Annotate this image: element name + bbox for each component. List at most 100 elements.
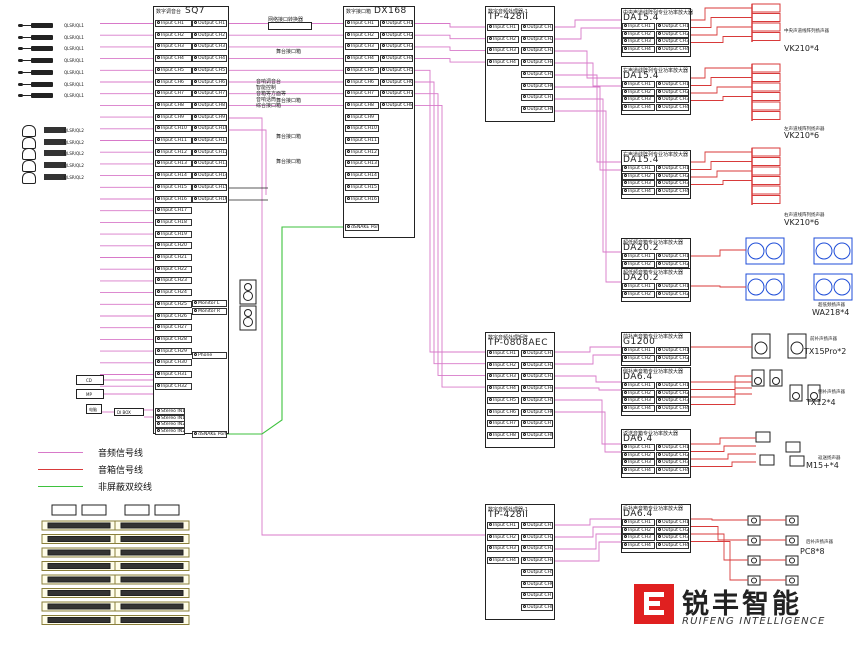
port-jack-icon (624, 542, 627, 546)
port-jack-icon (624, 467, 627, 471)
port-jack-icon (194, 79, 197, 83)
speaker-cone-icon (751, 557, 757, 564)
amplifier-title: 超低频音箱专业功率放大器 (623, 240, 684, 246)
stagebox-output-port: Output CH5 (380, 66, 413, 74)
stage-monitor-icon (759, 454, 775, 466)
speaker-cone-icon (792, 392, 800, 400)
line-array-center-icon (751, 32, 781, 41)
stagebox-input-port: Input CH12 (345, 148, 379, 156)
subwoofer-driver-icon (815, 278, 833, 296)
amplifier-output-port: Output CH4 (656, 541, 689, 549)
stagebox-to-processor-wire (413, 23, 487, 28)
console-input-port: Input CH2 (155, 31, 192, 39)
port-jack-icon (157, 301, 160, 305)
port-jack-icon (523, 351, 526, 354)
processor-tp428-a-title: 数字音频处理器-1 (488, 9, 528, 15)
processor-tp428-a-output-port: Output CH4 (521, 59, 553, 67)
processor-tp428-a-input-port: Input CH3 (487, 47, 519, 55)
amplifier-model: DA6.4 (623, 434, 653, 444)
processor-tp428-b-output-port: Output CH8 (521, 603, 553, 611)
amp-to-rear-fill-wire (689, 526, 748, 541)
speaker-cone-icon (789, 557, 795, 564)
receiver-icon (44, 173, 66, 180)
rear-fill-speaker-icon (785, 535, 799, 546)
processor-tp0808-model: TP-0808AEC (488, 338, 549, 348)
port-jack-icon (157, 56, 160, 60)
amplifier-output-port: Output CH2 (656, 260, 689, 268)
monitor-woofer-icon (243, 317, 253, 327)
processor-tp428-b-output-port: Output CH5 (521, 568, 553, 576)
subwoofer-driver-icon (765, 278, 783, 296)
stagebox-to-processor-wire (413, 34, 487, 40)
port-jack-icon (347, 225, 350, 228)
line-array-right-icon (751, 176, 781, 185)
network-switch-icon (154, 504, 180, 516)
console-input-port: Input CH28 (155, 335, 192, 343)
amplifier-model: G1200 (623, 337, 656, 347)
processor-tp428-b-output-port: Output CH7 (521, 592, 553, 600)
port-jack-icon (658, 460, 661, 463)
port-jack-icon (157, 231, 160, 235)
headset-mic-icon (22, 124, 36, 137)
port-jack-icon (489, 362, 492, 366)
console-input-port: Input CH19 (155, 230, 192, 238)
port-jack-icon (624, 261, 627, 265)
console-model: SQ7 (185, 6, 206, 16)
amplifier-output-port: Output CH2 (656, 88, 689, 96)
processor-tp0808-output-port: Output CH7 (521, 420, 553, 428)
port-jack-icon (658, 89, 661, 93)
port-jack-icon (624, 82, 627, 85)
processor-tp428-a-output-port: Output CH6 (521, 82, 553, 90)
console-input-port: Input CH17 (155, 207, 192, 215)
port-jack-icon (624, 535, 627, 538)
amplifier-model: DA20.2 (623, 273, 659, 283)
stagebox-input-port: Input CH3 (345, 43, 379, 51)
line-array-left-icon (751, 92, 781, 101)
port-jack-icon (489, 48, 492, 52)
port-jack-icon (489, 432, 492, 436)
port-jack-icon (523, 593, 526, 597)
line-array-right-icon (751, 157, 781, 166)
processor-tp0808-input-port: Input CH4 (487, 385, 519, 393)
amplifier-model: DA15.4 (623, 155, 659, 165)
monitor-tweeter-icon (244, 309, 252, 317)
stagebox-input-port: Input CH5 (345, 66, 379, 74)
speaker-group-title: 中央声道线阵列扬声器 (784, 29, 829, 34)
port-jack-icon (658, 31, 661, 35)
processor-tp428-a-model: TP-428II (488, 12, 529, 22)
port-jack-icon (489, 409, 492, 413)
port-jack-icon (157, 428, 160, 432)
stagebox-to-processor-wire (413, 58, 487, 63)
converter-box (268, 22, 312, 30)
amp-to-speaker-wire (689, 180, 752, 185)
processor-tp428-a-output-port: Output CH2 (521, 35, 553, 43)
stagebox-to-matrix-wire (413, 93, 487, 376)
port-jack-icon (157, 91, 160, 95)
amplifier-input-port: Input CH4 (622, 103, 655, 111)
port-jack-icon (658, 173, 661, 177)
legend-label-3: 非屏蔽双绞线 (98, 483, 153, 493)
console-output-port: Output CH12 (192, 148, 227, 156)
port-jack-icon (157, 196, 160, 200)
headset-mic-icon (22, 136, 36, 149)
port-jack-icon (157, 278, 160, 282)
amplifier-output-port: Output CH4 (656, 187, 689, 195)
port-jack-icon (658, 24, 661, 27)
stagebox-input-port: Input CH4 (345, 55, 379, 63)
port-jack-icon (347, 126, 350, 130)
port-jack-icon (157, 149, 160, 153)
stagebox-side-note: 综合接口箱 (256, 103, 282, 109)
stage-monitor-icon (755, 431, 771, 443)
port-jack-icon (624, 89, 627, 93)
rack-unit-panel-icon (47, 536, 111, 542)
port-jack-icon (523, 60, 526, 64)
stagebox-output-port: Output CH8 (380, 101, 413, 109)
speaker-cone-icon (789, 517, 795, 524)
matrix-to-amp-wire (553, 354, 622, 365)
processor-tp0808-input-port: Input CH1 (487, 350, 519, 357)
port-jack-icon (658, 542, 661, 546)
brand-logo: 锐丰智能 RUIFENG INTELLIGENCE (634, 584, 856, 638)
receiver-icon (44, 126, 66, 133)
processor-tp428-b-output-port: Output CH4 (521, 557, 553, 565)
console-input-port: Input CH21 (155, 254, 192, 261)
